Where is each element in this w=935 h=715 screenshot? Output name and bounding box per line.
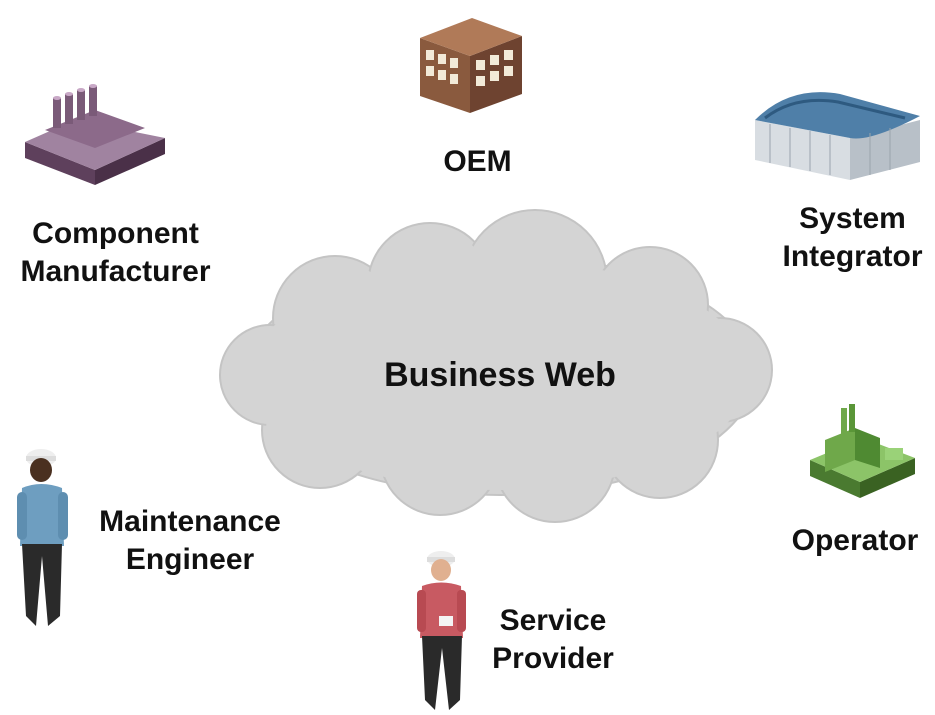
office-building-icon bbox=[420, 18, 522, 113]
node-label-component-manufacturer: Component Manufacturer bbox=[20, 217, 211, 288]
factory-icon bbox=[25, 84, 165, 185]
worker-icon bbox=[417, 551, 466, 710]
node-label-system-integrator: System Integrator bbox=[782, 202, 923, 273]
warehouse-icon bbox=[755, 92, 920, 180]
node-label-maintenance-engineer: Maintenance Engineer bbox=[99, 505, 281, 576]
business-web-label: Business Web bbox=[384, 356, 616, 394]
worker-icon bbox=[17, 449, 68, 626]
node-label-operator: Operator bbox=[791, 524, 919, 557]
plant-icon bbox=[810, 404, 915, 498]
node-label-oem: OEM bbox=[443, 145, 512, 178]
node-label-service-provider: Service Provider bbox=[492, 604, 614, 675]
